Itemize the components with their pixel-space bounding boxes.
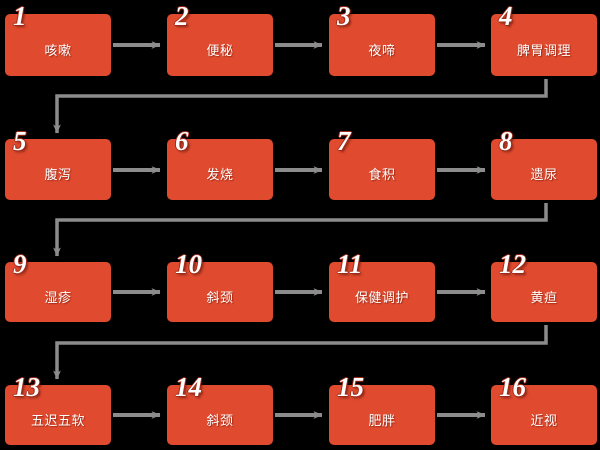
- flow-node-label: 遗尿: [530, 167, 558, 182]
- wrap-arrows: [53, 79, 548, 380]
- flow-node-label: 五迟五软: [30, 412, 85, 428]
- flow-node-label: 湿疹: [44, 289, 72, 305]
- flow-node-label: 肥胖: [368, 412, 396, 428]
- wrap-arrow-row2-row3: [53, 203, 548, 257]
- flow-node-label: 发烧: [206, 167, 234, 182]
- flow-node[interactable]: 保健调护: [329, 262, 435, 322]
- wrap-arrow-row3-row4: [53, 325, 548, 380]
- flow-node[interactable]: 近视: [491, 385, 597, 445]
- flow-node-label: 腹泻: [44, 167, 72, 182]
- flow-node[interactable]: 黄疸: [491, 262, 597, 322]
- flow-node-label: 斜颈: [206, 412, 234, 428]
- flow-node-number: 10: [175, 249, 202, 279]
- flow-node[interactable]: 五迟五软: [5, 385, 111, 445]
- flow-node-number: 16: [499, 372, 526, 402]
- flow-node-number: 6: [175, 126, 189, 156]
- flow-node[interactable]: 发烧: [167, 139, 273, 200]
- flow-node-label: 夜啼: [368, 42, 396, 58]
- flow-node-number: 4: [499, 1, 513, 31]
- flow-node-label: 脾胃调理: [516, 42, 571, 58]
- flow-node[interactable]: 腹泻: [5, 139, 111, 200]
- flow-node[interactable]: 斜颈: [167, 262, 273, 322]
- flow-node[interactable]: 遗尿: [491, 139, 597, 200]
- flow-node-label: 保健调护: [354, 289, 409, 305]
- flow-node-number: 8: [499, 126, 513, 156]
- flow-node-label: 近视: [530, 412, 558, 428]
- flow-node[interactable]: 肥胖: [329, 385, 435, 445]
- flow-node[interactable]: 便秘: [167, 14, 273, 76]
- flow-node-number: 1: [13, 1, 27, 31]
- flow-node-label: 食积: [368, 167, 396, 182]
- flow-node[interactable]: 咳嗽: [5, 14, 111, 76]
- flow-node[interactable]: 脾胃调理: [491, 14, 597, 76]
- flow-node[interactable]: 食积: [329, 139, 435, 200]
- flow-node-number: 2: [175, 1, 189, 31]
- flow-node-label: 便秘: [206, 42, 234, 58]
- flow-node-label: 黄疸: [530, 289, 558, 305]
- flow-node-number: 9: [13, 249, 27, 279]
- wrap-arrow-row1-row2: [53, 79, 548, 134]
- flow-node[interactable]: 夜啼: [329, 14, 435, 76]
- flow-node-label: 咳嗽: [44, 42, 72, 58]
- flow-node[interactable]: 湿疹: [5, 262, 111, 322]
- flow-node-number: 11: [337, 249, 363, 279]
- flow-node-number: 15: [337, 372, 364, 402]
- flow-node-number: 3: [337, 1, 351, 31]
- flow-node-number: 14: [175, 372, 202, 402]
- flow-node-label: 斜颈: [206, 289, 234, 305]
- flow-node-number: 7: [337, 126, 351, 156]
- flow-node[interactable]: 斜颈: [167, 385, 273, 445]
- flow-node-number: 12: [499, 249, 526, 279]
- flow-node-number: 13: [13, 372, 40, 402]
- flow-node-number: 5: [13, 126, 27, 156]
